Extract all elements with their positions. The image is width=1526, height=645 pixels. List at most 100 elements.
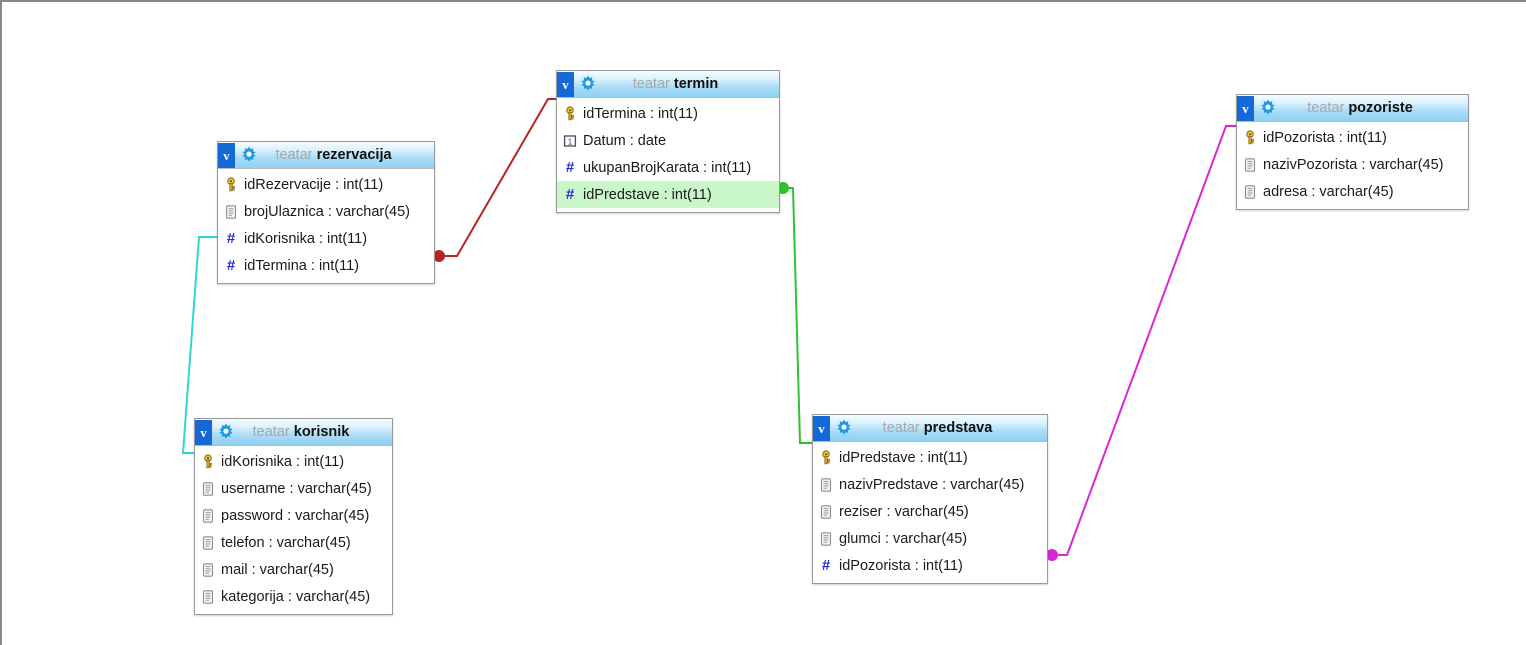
primary-key-icon xyxy=(822,449,830,464)
varchar-column-icon xyxy=(820,477,832,492)
table-row[interactable]: 1 Datum : date xyxy=(557,127,779,154)
table-row[interactable]: brojUlaznica : varchar(45) xyxy=(218,198,434,225)
table-header-pozoriste[interactable]: v teatar pozoriste xyxy=(1237,95,1468,122)
table-row[interactable]: idPozorista : int(11) xyxy=(1237,124,1468,151)
view-badge-icon: v xyxy=(218,142,235,168)
column-label: idPredstave : int(11) xyxy=(839,449,968,466)
table-name-label: rezervacija xyxy=(316,147,392,163)
table-title-korisnik: teatar korisnik xyxy=(236,424,392,440)
varchar-column-icon xyxy=(202,481,214,496)
table-name-label: termin xyxy=(673,76,719,92)
table-row[interactable]: #idKorisnika : int(11) xyxy=(218,225,434,252)
foreign-key-icon: # xyxy=(821,556,831,574)
column-label: brojUlaznica : varchar(45) xyxy=(244,203,411,220)
primary-key-icon xyxy=(204,453,212,468)
table-title-predstava: teatar predstava xyxy=(854,420,1047,436)
table-name-label: pozoriste xyxy=(1348,100,1413,116)
table-row[interactable]: # idPozorista : int(11) xyxy=(813,552,1047,579)
column-label: idTermina : int(11) xyxy=(244,257,359,274)
rel-rezervacija-termin[interactable] xyxy=(436,98,558,257)
table-row[interactable]: password : varchar(45) xyxy=(195,502,392,529)
varchar-column-icon xyxy=(225,204,237,219)
column-label: idRezervacije : int(11) xyxy=(244,176,384,193)
view-badge-icon: v xyxy=(1237,95,1254,121)
varchar-column-icon xyxy=(1244,157,1256,172)
column-label: idKorisnika : int(11) xyxy=(221,453,345,470)
gear-icon[interactable] xyxy=(216,422,236,442)
schema-label: teatar xyxy=(632,76,670,92)
foreign-key-icon: # xyxy=(226,229,236,247)
svg-text:1: 1 xyxy=(568,136,573,146)
date-column-icon: 1 xyxy=(563,134,577,147)
schema-label: teatar xyxy=(882,420,920,436)
table-row[interactable]: idTermina : int(11) xyxy=(557,100,779,127)
gear-icon[interactable] xyxy=(239,145,259,165)
rel-predstava-pozoriste[interactable] xyxy=(1048,125,1238,556)
table-row[interactable]: nazivPozorista : varchar(45) xyxy=(1237,151,1468,178)
table-row[interactable]: idRezervacije : int(11) xyxy=(218,171,434,198)
table-row[interactable]: # idPredstave : int(11) xyxy=(557,181,779,208)
table-header-rezervacija[interactable]: v teatar rezervacija xyxy=(218,142,434,169)
table-korisnik[interactable]: v teatar korisnik idKorisnika : int(11) use… xyxy=(194,418,393,615)
table-row[interactable]: username : varchar(45) xyxy=(195,475,392,502)
table-title-termin: teatar termin xyxy=(598,76,779,92)
primary-key-icon xyxy=(566,105,574,120)
column-label: nazivPredstave : varchar(45) xyxy=(839,476,1025,493)
table-title-rezervacija: teatar rezervacija xyxy=(259,147,434,163)
table-row[interactable]: idKorisnika : int(11) xyxy=(195,448,392,475)
table-columns-termin: idTermina : int(11) 1 Datum : date # ukupanB… xyxy=(557,98,779,212)
column-label: reziser : varchar(45) xyxy=(839,503,969,520)
schema-label: teatar xyxy=(275,147,313,163)
varchar-column-icon xyxy=(202,535,214,550)
table-row[interactable]: mail : varchar(45) xyxy=(195,556,392,583)
column-label: password : varchar(45) xyxy=(221,507,370,524)
table-row[interactable]: reziser : varchar(45) xyxy=(813,498,1047,525)
primary-key-icon xyxy=(227,176,235,191)
column-label: adresa : varchar(45) xyxy=(1263,183,1394,200)
column-label: glumci : varchar(45) xyxy=(839,530,968,547)
gear-icon[interactable] xyxy=(834,418,854,438)
foreign-key-icon: # xyxy=(565,158,575,176)
varchar-column-icon xyxy=(820,504,832,519)
varchar-column-icon xyxy=(820,531,832,546)
column-label: idPozorista : int(11) xyxy=(839,557,963,574)
column-label: username : varchar(45) xyxy=(221,480,372,497)
table-row[interactable]: kategorija : varchar(45) xyxy=(195,583,392,610)
foreign-key-icon: # xyxy=(565,185,575,203)
column-label: telefon : varchar(45) xyxy=(221,534,351,551)
table-row[interactable]: # idTermina : int(11) xyxy=(218,252,434,279)
view-badge-icon: v xyxy=(195,419,212,445)
table-row[interactable]: idPredstave : int(11) xyxy=(813,444,1047,471)
table-name-label: predstava xyxy=(923,420,993,436)
column-label: ukupanBrojKarata : int(11) xyxy=(583,159,752,176)
table-row[interactable]: glumci : varchar(45) xyxy=(813,525,1047,552)
rel-termin-predstava[interactable] xyxy=(780,187,812,444)
column-label: nazivPozorista : varchar(45) xyxy=(1263,156,1444,173)
table-row[interactable]: telefon : varchar(45) xyxy=(195,529,392,556)
foreign-key-icon: # xyxy=(226,256,236,274)
table-rezervacija[interactable]: v teatar rezervacija idRezervacije : int(1… xyxy=(217,141,435,284)
table-columns-rezervacija: idRezervacije : int(11) brojUlaznica : va… xyxy=(218,169,434,283)
varchar-column-icon xyxy=(1244,184,1256,199)
gear-icon[interactable] xyxy=(578,74,598,94)
table-name-label: korisnik xyxy=(293,424,350,440)
schema-label: teatar xyxy=(1307,100,1345,116)
table-row[interactable]: nazivPredstave : varchar(45) xyxy=(813,471,1047,498)
gear-icon[interactable] xyxy=(1258,98,1278,118)
column-label: Datum : date xyxy=(583,132,667,149)
table-row[interactable]: adresa : varchar(45) xyxy=(1237,178,1468,205)
column-label: idPredstave : int(11) xyxy=(583,186,712,203)
schema-label: teatar xyxy=(252,424,290,440)
table-header-korisnik[interactable]: v teatar korisnik xyxy=(195,419,392,446)
table-title-pozoriste: teatar pozoriste xyxy=(1278,100,1468,116)
table-pozoriste[interactable]: v teatar pozoriste idPozorista : int(11) na… xyxy=(1236,94,1469,210)
column-label: idPozorista : int(11) xyxy=(1263,129,1387,146)
table-columns-pozoriste: idPozorista : int(11) nazivPozorista : va… xyxy=(1237,122,1468,209)
table-row[interactable]: # ukupanBrojKarata : int(11) xyxy=(557,154,779,181)
varchar-column-icon xyxy=(202,562,214,577)
